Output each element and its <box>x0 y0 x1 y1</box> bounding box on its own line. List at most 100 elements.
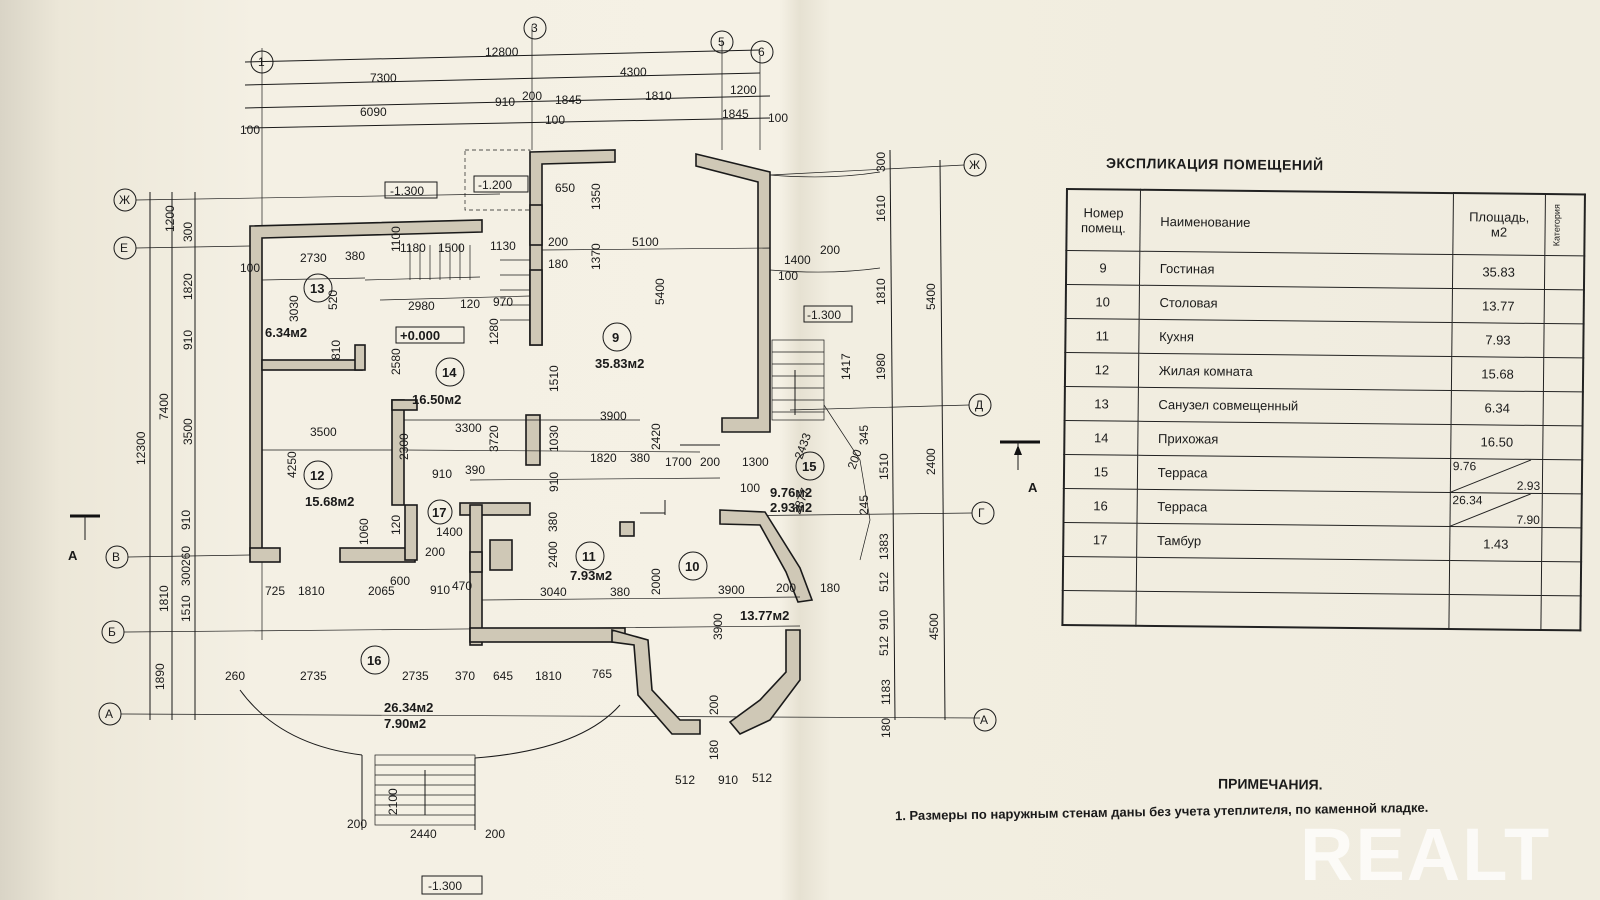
header-area: Площадь, м2 <box>1452 193 1546 256</box>
svg-text:910: 910 <box>547 472 561 492</box>
svg-text:1510: 1510 <box>179 595 193 622</box>
svg-text:910: 910 <box>181 330 195 350</box>
svg-text:910: 910 <box>430 583 450 597</box>
svg-text:100: 100 <box>778 269 798 283</box>
svg-text:180: 180 <box>548 257 568 271</box>
svg-text:1610: 1610 <box>874 195 888 222</box>
svg-text:180: 180 <box>879 718 893 738</box>
svg-text:1100: 1100 <box>389 226 403 252</box>
svg-text:512: 512 <box>675 773 695 787</box>
svg-text:1500: 1500 <box>438 241 465 255</box>
svg-text:765: 765 <box>592 667 612 681</box>
svg-text:970: 970 <box>493 295 513 309</box>
svg-text:725: 725 <box>265 584 285 598</box>
svg-text:1350: 1350 <box>589 183 603 210</box>
svg-text:-1.300: -1.300 <box>390 184 424 198</box>
svg-text:520: 520 <box>326 290 340 310</box>
svg-text:810: 810 <box>329 340 343 360</box>
svg-text:200: 200 <box>485 827 505 841</box>
svg-text:А: А <box>105 707 113 721</box>
svg-text:370: 370 <box>455 669 475 683</box>
svg-text:5400: 5400 <box>924 283 938 310</box>
svg-text:А: А <box>980 713 988 727</box>
svg-text:200: 200 <box>820 243 840 257</box>
level-marks: -1.300 -1.200 +0.000 -1.300 -1.300 <box>384 175 853 895</box>
svg-text:Д: Д <box>975 398 983 412</box>
svg-text:200: 200 <box>776 581 796 595</box>
axis-bubbles-left: Ж Е В Б А <box>98 188 981 726</box>
svg-text:1: 1 <box>258 55 265 69</box>
svg-text:26.34м2: 26.34м2 <box>384 700 433 715</box>
svg-text:260: 260 <box>225 669 245 683</box>
svg-text:3040: 3040 <box>540 585 567 599</box>
svg-text:910: 910 <box>432 467 452 481</box>
svg-text:12: 12 <box>310 468 324 483</box>
notes-title: ПРИМЕЧАНИЯ. <box>1217 775 1323 793</box>
right-dimensions: 300 1610 5400 1810 1980 2400 4500 1383 5… <box>874 149 946 738</box>
svg-text:В: В <box>112 550 120 564</box>
svg-text:16: 16 <box>367 653 381 668</box>
svg-text:380: 380 <box>345 249 365 263</box>
svg-text:1280: 1280 <box>487 318 501 345</box>
svg-text:2000: 2000 <box>649 568 663 595</box>
svg-text:1820: 1820 <box>590 451 617 465</box>
svg-text:Ж: Ж <box>119 193 130 207</box>
svg-text:9: 9 <box>612 330 619 345</box>
svg-text:345: 345 <box>857 425 871 445</box>
svg-text:13: 13 <box>310 281 324 296</box>
svg-text:2433: 2433 <box>792 431 814 461</box>
header-number: Номер помещ. <box>1066 189 1141 252</box>
top-dimensions: 12800 7300 4300 6090 910 200 1845 1810 1… <box>240 26 788 640</box>
svg-text:1510: 1510 <box>547 365 561 392</box>
room-labels: 9 35.83м2 10 13.77м2 11 7.93м2 12 15.68м… <box>265 273 825 731</box>
svg-text:3030: 3030 <box>287 295 301 322</box>
header-name: Наименование <box>1139 189 1454 255</box>
svg-text:3720: 3720 <box>487 425 501 452</box>
svg-text:200: 200 <box>700 455 720 469</box>
svg-text:910: 910 <box>877 610 891 630</box>
svg-text:2400: 2400 <box>924 448 938 475</box>
svg-text:15.68м2: 15.68м2 <box>305 494 354 509</box>
svg-text:14: 14 <box>442 365 457 380</box>
svg-text:180: 180 <box>707 740 721 760</box>
svg-text:1980: 1980 <box>874 353 888 380</box>
svg-text:2580: 2580 <box>389 348 403 375</box>
svg-text:380: 380 <box>610 585 630 599</box>
svg-text:1810: 1810 <box>157 585 171 612</box>
svg-text:380: 380 <box>630 451 650 465</box>
svg-text:12300: 12300 <box>134 431 148 465</box>
dim: 1200 <box>730 83 757 97</box>
dim: 100 <box>240 123 260 137</box>
dim: 1810 <box>645 89 672 103</box>
svg-text:200: 200 <box>548 235 568 249</box>
svg-text:-1.300: -1.300 <box>428 879 462 893</box>
svg-text:2400: 2400 <box>546 541 560 568</box>
svg-text:390: 390 <box>465 463 485 477</box>
overall-width-dim: 12800 <box>485 45 519 59</box>
svg-text:512: 512 <box>877 572 891 592</box>
svg-text:7400: 7400 <box>157 393 171 420</box>
svg-text:10: 10 <box>685 559 699 574</box>
svg-text:3900: 3900 <box>711 613 725 640</box>
inner-dimensions: 650 1350 5100 1370 5400 2730 380 1100 11… <box>225 181 891 841</box>
svg-text:7.93м2: 7.93м2 <box>570 568 612 583</box>
svg-text:35.83м2: 35.83м2 <box>595 356 644 371</box>
svg-text:13.77м2: 13.77м2 <box>740 608 789 623</box>
svg-text:2065: 2065 <box>368 584 395 598</box>
svg-text:5: 5 <box>718 35 725 49</box>
svg-text:6: 6 <box>758 45 765 59</box>
svg-text:1700: 1700 <box>665 455 692 469</box>
svg-text:11: 11 <box>582 549 596 564</box>
dim: 100 <box>768 111 788 125</box>
axis-bubbles-top: 1 3 5 6 <box>250 16 774 74</box>
svg-text:1060: 1060 <box>357 518 371 545</box>
dim: 6090 <box>360 105 387 119</box>
svg-text:4500: 4500 <box>927 613 941 640</box>
svg-text:2420: 2420 <box>649 423 663 450</box>
svg-text:300: 300 <box>179 566 193 586</box>
